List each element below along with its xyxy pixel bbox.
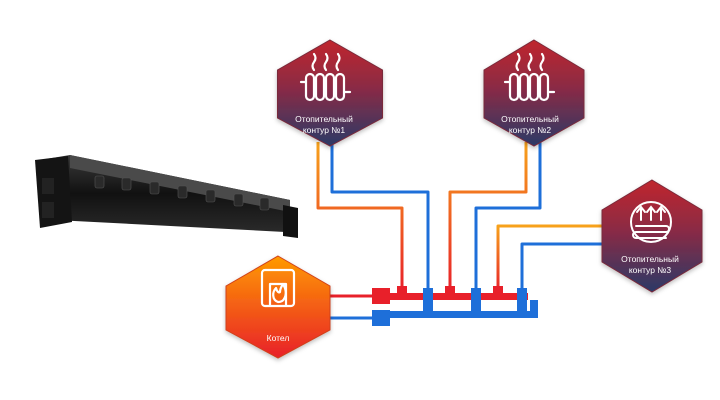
hexagon-badge (601, 179, 703, 293)
manifold-end-cap (530, 300, 538, 316)
heating-circuit-1-node: Отопительный контур №1 (276, 39, 384, 147)
manifold-outlet (445, 286, 455, 295)
circuit-1-label-line2: контур №1 (303, 125, 346, 135)
manifold-cold-block (372, 310, 390, 326)
manifold-nozzle (121, 177, 132, 191)
manifold-nozzle (94, 175, 105, 189)
radiator-icon (299, 52, 352, 102)
circuit-1-label-line1: Отопительный (295, 114, 353, 124)
pipe-circuit-1-return (330, 142, 430, 296)
manifold-nozzle (177, 185, 188, 199)
boiler-flame-icon (260, 268, 296, 308)
circuit-3-label-line1: Отопительный (621, 254, 679, 264)
pipe-circuit-1-supply (316, 142, 404, 292)
pipe-circuit-3-supply (496, 224, 612, 292)
hexagon-badge (276, 39, 384, 147)
boiler-label: Котел (267, 333, 290, 343)
manifold-hot-header (388, 293, 528, 300)
heating-circuit-3-node: Отопительный контур №3 (601, 179, 703, 293)
pipes (316, 142, 612, 320)
manifold-nozzle (149, 181, 160, 195)
hexagon-badge (483, 39, 585, 147)
manifold-port (42, 202, 54, 218)
manifold-nozzle (233, 193, 244, 207)
underfloor-heating-icon (630, 201, 672, 243)
pipe-circuit-2-supply (448, 142, 528, 292)
circuit-3-label-line2: контур №3 (629, 265, 672, 275)
manifold-nozzle (205, 189, 216, 203)
manifold-nozzle (259, 197, 270, 211)
circuit-2-label-line2: контур №2 (509, 125, 552, 135)
manifold-product-illustration (35, 155, 298, 238)
manifold-cold-header (388, 311, 538, 318)
manifold-outlet (397, 286, 407, 295)
pipe-circuit-2-return (474, 142, 542, 296)
manifold-hot-block (372, 288, 390, 304)
heating-circuit-2-node: Отопительный контур №2 (483, 39, 585, 147)
manifold-inlet (423, 288, 433, 312)
manifold-outlet (493, 286, 503, 295)
pipe-circuit-3-return (520, 242, 610, 296)
manifold-port (42, 178, 54, 194)
radiator-icon (503, 52, 556, 102)
manifold-inlet (517, 288, 527, 312)
manifold-right-end (283, 205, 298, 238)
circuit-2-label-line1: Отопительный (501, 114, 559, 124)
boiler-node: Котел (225, 255, 331, 359)
manifold-inlet (471, 288, 481, 312)
manifold-schematic (372, 286, 538, 326)
